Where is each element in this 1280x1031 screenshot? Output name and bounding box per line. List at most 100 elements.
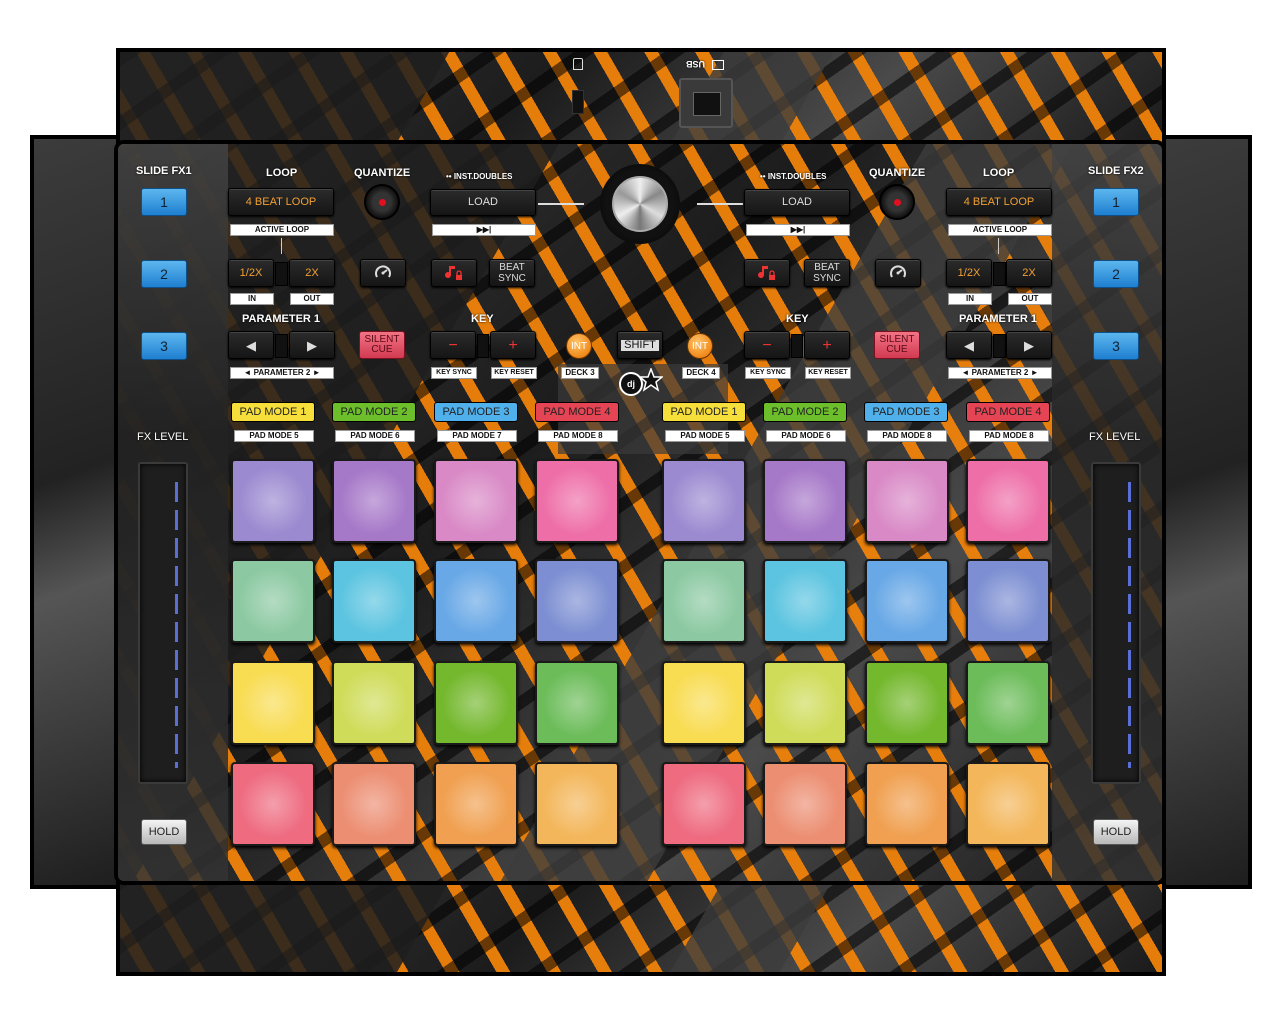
performance-pad-left-r3c2[interactable] <box>332 661 416 745</box>
performance-pad-right-r1c4[interactable] <box>966 459 1050 543</box>
inst-doubles-label-right: •• INST.DOUBLES <box>760 172 827 181</box>
performance-pad-left-r4c2[interactable] <box>332 762 416 846</box>
tempo-range-button-right[interactable] <box>875 259 921 287</box>
browse-knob[interactable] <box>600 164 680 244</box>
silent-cue-button-right[interactable]: SILENT CUE <box>874 331 920 359</box>
param-left-button-right[interactable]: ◀ <box>946 331 992 359</box>
key-lock-button-left[interactable] <box>431 259 477 287</box>
key-plus-button-right[interactable]: + <box>804 331 850 359</box>
usb-icon <box>712 60 724 70</box>
load-button-left[interactable]: LOAD <box>430 189 536 216</box>
performance-pad-left-r3c1[interactable] <box>231 661 315 745</box>
out-label-right: OUT <box>1008 293 1052 305</box>
quantize-button-right[interactable] <box>879 184 915 220</box>
shift-button[interactable]: SHIFT <box>617 331 663 359</box>
pad-mode-5-label-left: PAD MODE 5 <box>234 430 314 442</box>
silent-cue-button-left[interactable]: SILENT CUE <box>359 331 405 359</box>
performance-pad-right-r1c3[interactable] <box>865 459 949 543</box>
performance-pad-right-r3c2[interactable] <box>763 661 847 745</box>
beat-sync-button-right[interactable]: BEAT SYNC <box>804 259 850 287</box>
right-side-flap <box>1162 135 1252 889</box>
int-button-deck3[interactable]: INT <box>566 333 592 359</box>
pad-mode-5-label-right: PAD MODE 5 <box>665 430 745 442</box>
active-loop-label-left: ACTIVE LOOP <box>230 224 334 236</box>
performance-pad-left-r3c4[interactable] <box>535 661 619 745</box>
slide-fx1-button-1[interactable]: 1 <box>141 188 187 216</box>
performance-pad-right-r3c1[interactable] <box>662 661 746 745</box>
fx-level-fader-right[interactable] <box>1091 462 1141 784</box>
fx-level-label-right: FX LEVEL <box>1089 431 1141 443</box>
slide-fx2-button-3[interactable]: 3 <box>1093 332 1139 360</box>
double-loop-button-right[interactable]: 2X <box>1006 259 1052 287</box>
performance-pad-right-r2c4[interactable] <box>966 559 1050 643</box>
performance-pad-right-r4c1[interactable] <box>662 762 746 846</box>
lock-slot <box>572 90 584 114</box>
int-button-deck4[interactable]: INT <box>687 333 713 359</box>
fx-level-fader-left[interactable] <box>138 462 188 784</box>
half-loop-button-left[interactable]: 1/2X <box>228 259 274 287</box>
tempo-gauge-icon <box>375 265 391 278</box>
param-right-button-left[interactable]: ▶ <box>289 331 335 359</box>
performance-pad-right-r1c2[interactable] <box>763 459 847 543</box>
key-minus-button-right[interactable]: − <box>744 331 790 359</box>
performance-pad-left-r1c2[interactable] <box>332 459 416 543</box>
in-label-right: IN <box>948 293 992 305</box>
pad-mode-2-button-left[interactable]: PAD MODE 2 <box>332 402 416 422</box>
active-loop-label-right: ACTIVE LOOP <box>948 224 1052 236</box>
load-sub-label-left: ▶▶| <box>432 224 536 236</box>
param-left-button-left[interactable]: ◀ <box>228 331 274 359</box>
slide-fx1-button-2[interactable]: 2 <box>141 260 187 288</box>
performance-pad-right-r2c1[interactable] <box>662 559 746 643</box>
usb-port[interactable] <box>679 78 733 128</box>
center-line-left <box>538 203 584 205</box>
performance-pad-left-r4c4[interactable] <box>535 762 619 846</box>
performance-pad-right-r2c2[interactable] <box>763 559 847 643</box>
beat-loop-button-right[interactable]: 4 BEAT LOOP <box>946 188 1052 216</box>
hold-button-left[interactable]: HOLD <box>141 819 187 845</box>
slide-fx1-button-3[interactable]: 3 <box>141 332 187 360</box>
performance-pad-right-r4c4[interactable] <box>966 762 1050 846</box>
quantize-button-left[interactable] <box>364 184 400 220</box>
performance-pad-left-r2c3[interactable] <box>434 559 518 643</box>
double-loop-button-left[interactable]: 2X <box>289 259 335 287</box>
key-minus-button-left[interactable]: − <box>430 331 476 359</box>
pad-mode-4-button-right[interactable]: PAD MODE 4 <box>966 402 1050 422</box>
loop-slider-left <box>275 262 288 286</box>
beat-sync-button-left[interactable]: BEAT SYNC <box>489 259 535 287</box>
pad-mode-3-button-left[interactable]: PAD MODE 3 <box>434 402 518 422</box>
performance-pad-left-r1c3[interactable] <box>434 459 518 543</box>
performance-pad-left-r4c1[interactable] <box>231 762 315 846</box>
performance-pad-left-r1c1[interactable] <box>231 459 315 543</box>
half-loop-button-right[interactable]: 1/2X <box>946 259 992 287</box>
performance-pad-left-r4c3[interactable] <box>434 762 518 846</box>
pad-mode-4-button-left[interactable]: PAD MODE 4 <box>535 402 619 422</box>
key-slider-left <box>477 334 489 358</box>
pad-mode-1-button-right[interactable]: PAD MODE 1 <box>662 402 746 422</box>
performance-pad-left-r3c3[interactable] <box>434 661 518 745</box>
performance-pad-left-r1c4[interactable] <box>535 459 619 543</box>
pad-mode-1-button-left[interactable]: PAD MODE 1 <box>231 402 315 422</box>
deck3-label: DECK 3 <box>561 367 599 379</box>
slide-fx2-button-2[interactable]: 2 <box>1093 260 1139 288</box>
slide-fx2-label: SLIDE FX2 <box>1088 165 1144 177</box>
key-plus-button-left[interactable]: + <box>490 331 536 359</box>
pad-mode-3-button-right[interactable]: PAD MODE 3 <box>864 402 948 422</box>
hold-button-right[interactable]: HOLD <box>1093 819 1139 845</box>
performance-pad-right-r3c4[interactable] <box>966 661 1050 745</box>
performance-pad-left-r2c2[interactable] <box>332 559 416 643</box>
param-slider-left <box>275 334 288 358</box>
performance-pad-right-r1c1[interactable] <box>662 459 746 543</box>
performance-pad-left-r2c4[interactable] <box>535 559 619 643</box>
slide-fx2-button-1[interactable]: 1 <box>1093 188 1139 216</box>
pad-mode-2-button-right[interactable]: PAD MODE 2 <box>763 402 847 422</box>
performance-pad-right-r3c3[interactable] <box>865 661 949 745</box>
performance-pad-right-r4c2[interactable] <box>763 762 847 846</box>
beat-loop-button-left[interactable]: 4 BEAT LOOP <box>228 188 334 216</box>
performance-pad-left-r2c1[interactable] <box>231 559 315 643</box>
key-lock-button-right[interactable] <box>744 259 790 287</box>
param-right-button-right[interactable]: ▶ <box>1006 331 1052 359</box>
tempo-range-button-left[interactable] <box>360 259 406 287</box>
performance-pad-right-r2c3[interactable] <box>865 559 949 643</box>
load-button-right[interactable]: LOAD <box>744 189 850 216</box>
performance-pad-right-r4c3[interactable] <box>865 762 949 846</box>
